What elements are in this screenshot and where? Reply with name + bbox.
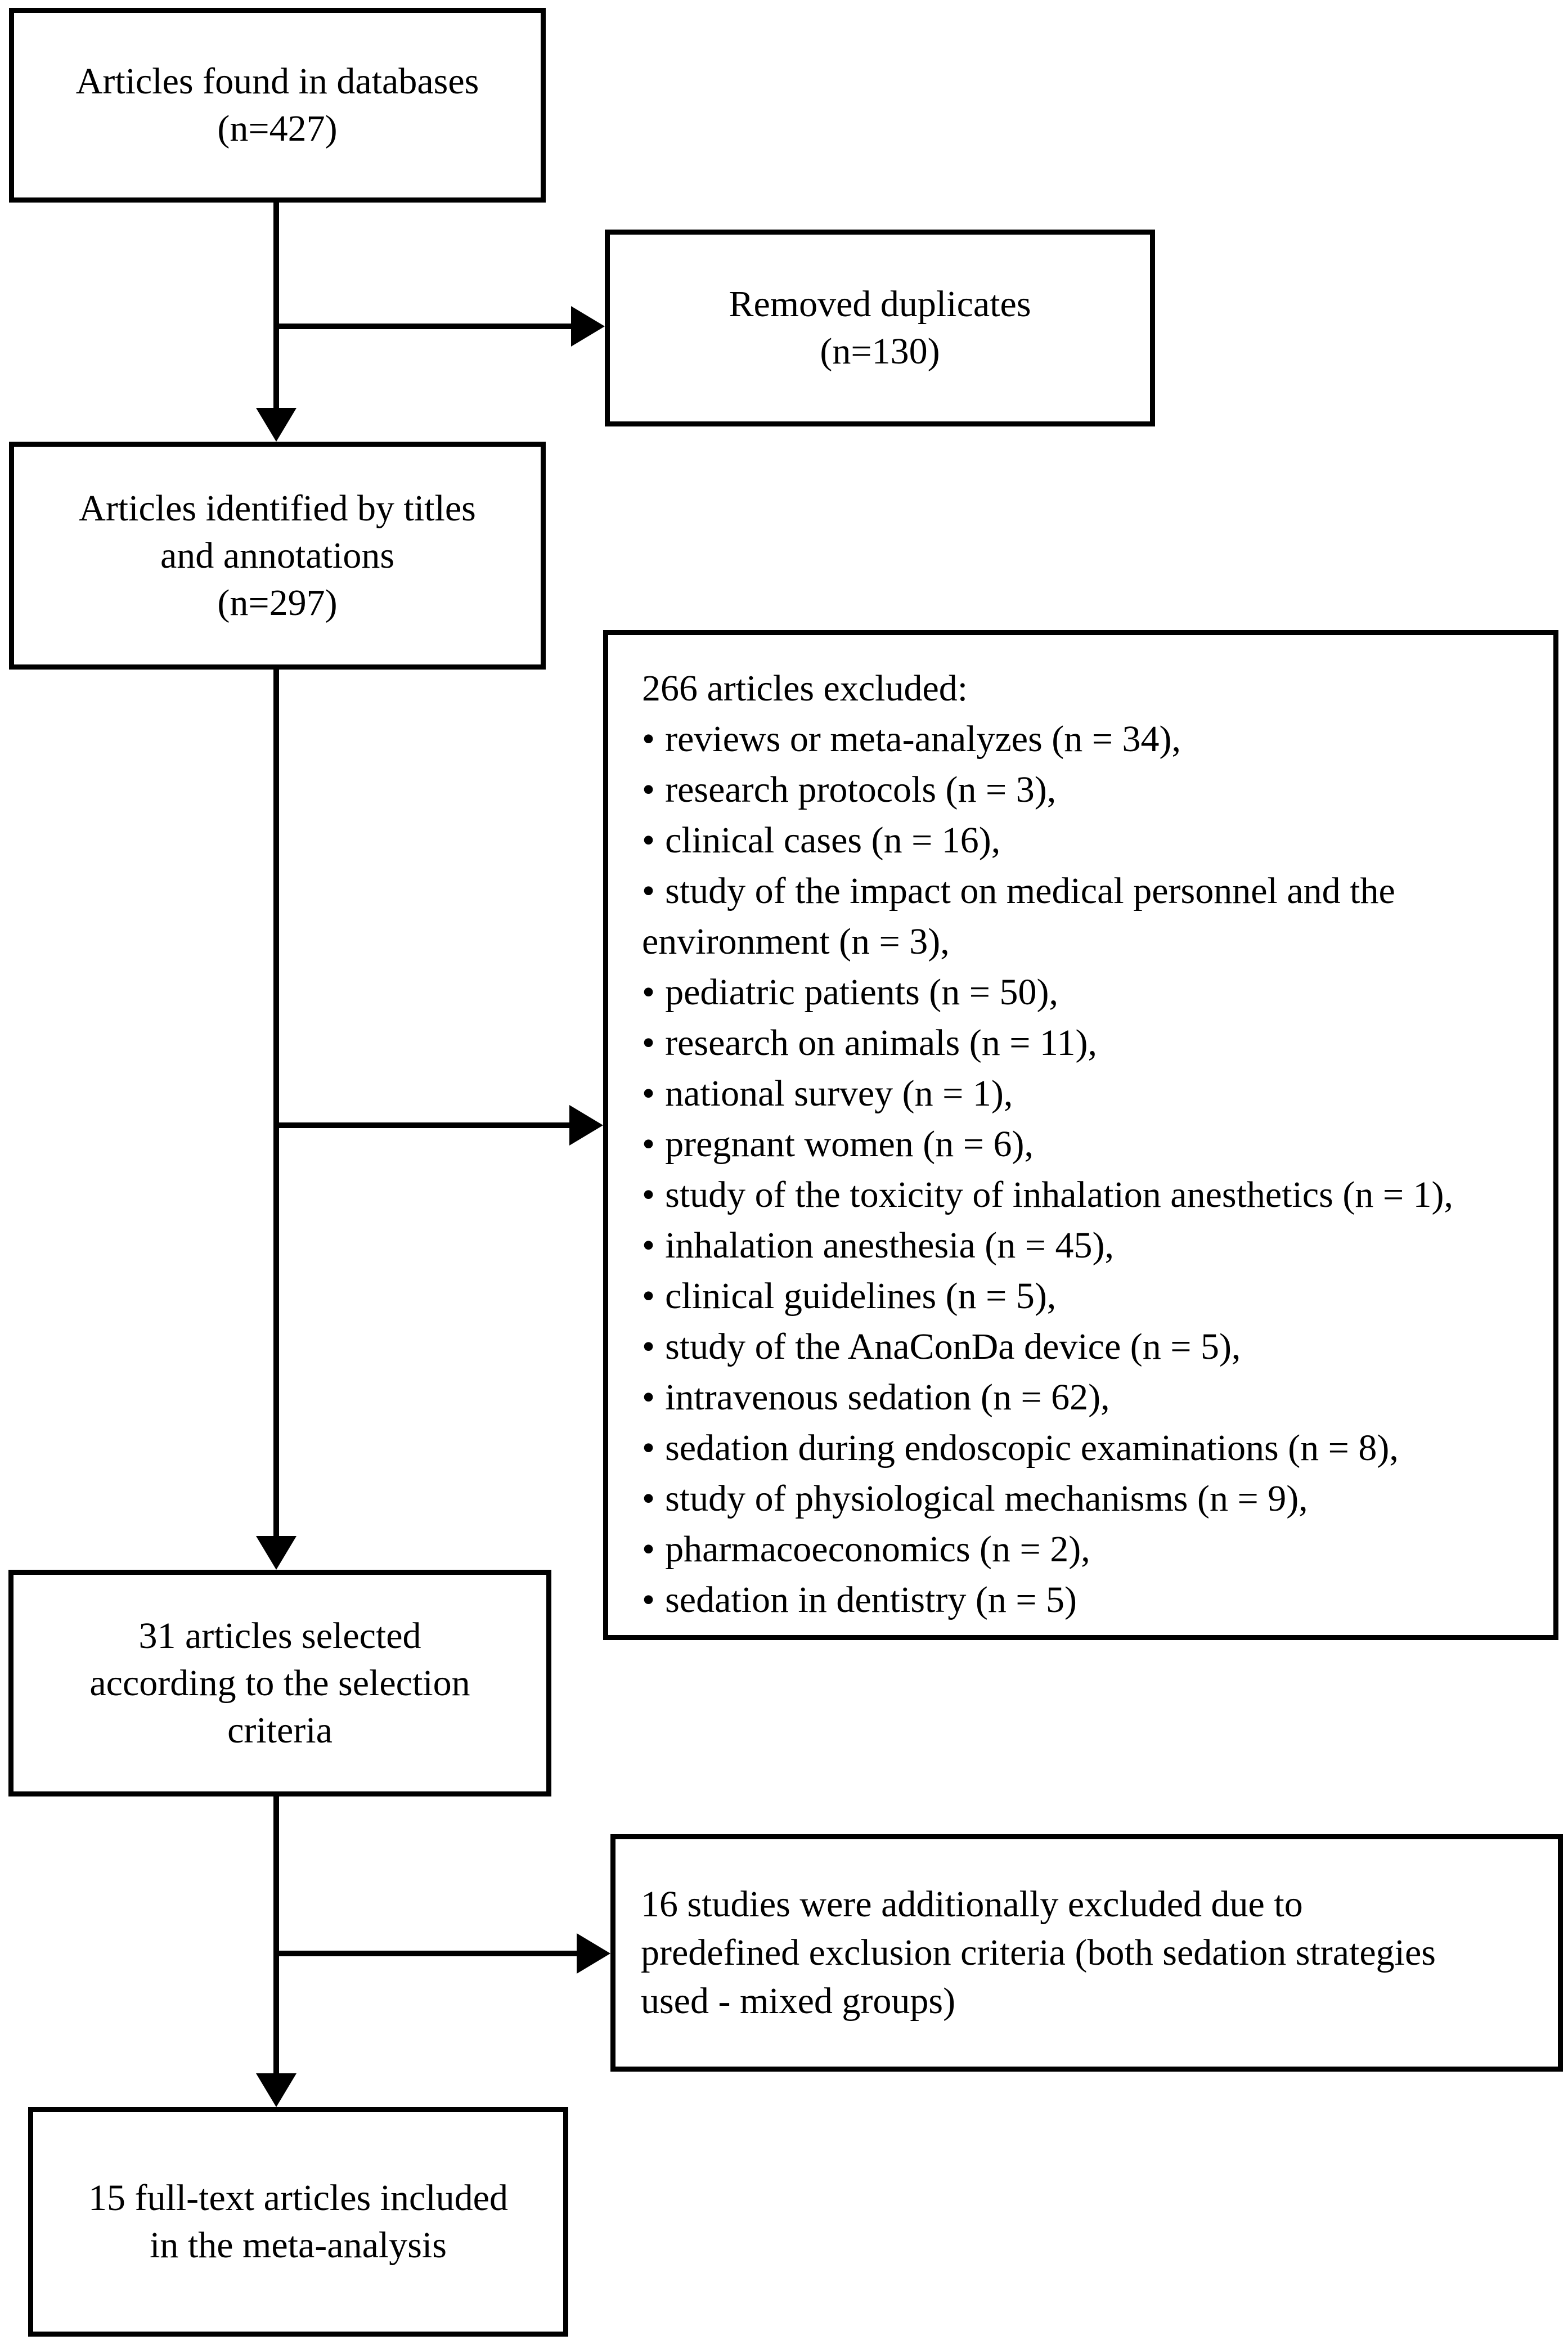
bullet-icon: •: [642, 1073, 655, 1114]
connector-additionally-excluded-line: [276, 1951, 577, 1956]
connector-duplicates-line: [276, 324, 571, 329]
excluded-item-text: clinical cases (n = 16),: [665, 820, 1001, 861]
bullet-icon: •: [642, 1174, 655, 1215]
excluded-list: •reviews or meta-analyzes (n = 34), •res…: [642, 714, 1548, 1625]
box-articles-included-line-1: 15 full-text articles included: [88, 2177, 508, 2218]
arrowhead-down-included-icon: [256, 2073, 296, 2107]
box-removed-duplicates-count: (n=130): [820, 331, 940, 372]
box-articles-selected-line-1: 31 articles selected: [138, 1615, 421, 1656]
excluded-list-item: •study of the toxicity of inhalation ane…: [642, 1170, 1548, 1220]
connector-excluded-line: [276, 1122, 569, 1128]
box-articles-found: Articles found in databases (n=427): [9, 8, 546, 203]
bullet-icon: •: [642, 1225, 655, 1266]
excluded-heading: 266 articles excluded:: [642, 668, 968, 709]
box-articles-identified-line-1: Articles identified by titles: [79, 487, 476, 529]
excluded-item-text: study of the toxicity of inhalation anes…: [665, 1174, 1454, 1215]
excluded-item-text: study of physiological mechanisms (n = 9…: [665, 1478, 1308, 1519]
arrowhead-right-duplicates-icon: [571, 306, 605, 347]
box-additionally-excluded: 16 studies were additionally excluded du…: [610, 1834, 1563, 2072]
excluded-list-item: •study of the AnaConDa device (n = 5),: [642, 1322, 1548, 1372]
excluded-item-text: study of the AnaConDa device (n = 5),: [665, 1326, 1241, 1367]
bullet-icon: •: [642, 1022, 655, 1063]
excluded-item-text: study of the impact on medical personnel…: [642, 870, 1395, 962]
box-articles-found-count: (n=427): [217, 108, 338, 149]
box-articles-identified-line-2: and annotations: [160, 535, 395, 576]
connector-identified-to-selected-line: [273, 670, 279, 1536]
box-articles-included: 15 full-text articles included in the me…: [28, 2107, 568, 2337]
excluded-list-item: •national survey (n = 1),: [642, 1068, 1548, 1119]
excluded-item-text: pediatric patients (n = 50),: [665, 972, 1058, 1013]
excluded-item-text: inhalation anesthesia (n = 45),: [665, 1225, 1114, 1266]
box-articles-included-line-2: in the meta-analysis: [150, 2225, 447, 2266]
excluded-list-item: •pediatric patients (n = 50),: [642, 967, 1548, 1018]
excluded-item-text: research protocols (n = 3),: [665, 769, 1057, 810]
bullet-icon: •: [642, 1275, 655, 1317]
excluded-list-item: •clinical cases (n = 16),: [642, 815, 1548, 866]
excluded-list-item: •research protocols (n = 3),: [642, 765, 1548, 815]
box-articles-selected: 31 articles selected according to the se…: [8, 1570, 551, 1796]
excluded-item-text: pregnant women (n = 6),: [665, 1124, 1034, 1165]
bullet-icon: •: [642, 718, 655, 760]
box-additionally-excluded-line-3: used - mixed groups): [641, 1980, 956, 2022]
bullet-icon: •: [642, 972, 655, 1013]
excluded-list-item: •pregnant women (n = 6),: [642, 1119, 1548, 1170]
arrowhead-down-selected-icon: [256, 1536, 296, 1570]
excluded-item-text: reviews or meta-analyzes (n = 34),: [665, 718, 1181, 760]
arrowhead-right-additionally-excluded-icon: [577, 1933, 610, 1974]
excluded-list-item: •study of the impact on medical personne…: [642, 866, 1548, 967]
box-removed-duplicates-line-1: Removed duplicates: [729, 284, 1031, 325]
excluded-list-item: •reviews or meta-analyzes (n = 34),: [642, 714, 1548, 765]
bullet-icon: •: [642, 769, 655, 810]
arrowhead-down-identified-icon: [256, 408, 296, 442]
excluded-list-item: •intravenous sedation (n = 62),: [642, 1372, 1548, 1423]
box-additionally-excluded-line-1: 16 studies were additionally excluded du…: [641, 1884, 1303, 1925]
excluded-list-item: •study of physiological mechanisms (n = …: [642, 1474, 1548, 1524]
bullet-icon: •: [642, 820, 655, 861]
box-articles-identified: Articles identified by titles and annota…: [9, 442, 546, 670]
arrowhead-right-excluded-icon: [569, 1105, 603, 1146]
bullet-icon: •: [642, 1124, 655, 1165]
excluded-item-text: sedation during endoscopic examinations …: [665, 1427, 1399, 1468]
excluded-list-item: •pharmacoeconomics (n = 2),: [642, 1524, 1548, 1575]
bullet-icon: •: [642, 1326, 655, 1367]
box-articles-excluded: 266 articles excluded: •reviews or meta-…: [603, 630, 1558, 1640]
excluded-item-text: intravenous sedation (n = 62),: [665, 1377, 1110, 1418]
excluded-list-item: •sedation during endoscopic examinations…: [642, 1423, 1548, 1474]
connector-found-to-identified-line: [273, 203, 279, 408]
box-articles-found-line-1: Articles found in databases: [75, 61, 479, 102]
excluded-item-text: research on animals (n = 11),: [665, 1022, 1097, 1063]
excluded-list-item: •sedation in dentistry (n = 5): [642, 1575, 1548, 1625]
box-articles-selected-line-2: according to the selection: [89, 1662, 470, 1704]
connector-selected-to-included-line: [273, 1796, 279, 2073]
box-additionally-excluded-line-2: predefined exclusion criteria (both seda…: [641, 1932, 1436, 1973]
box-removed-duplicates: Removed duplicates (n=130): [605, 230, 1155, 426]
box-articles-identified-count: (n=297): [217, 582, 338, 623]
bullet-icon: •: [642, 1529, 655, 1570]
excluded-list-item: •inhalation anesthesia (n = 45),: [642, 1220, 1548, 1271]
excluded-item-text: national survey (n = 1),: [665, 1073, 1013, 1114]
excluded-item-text: clinical guidelines (n = 5),: [665, 1275, 1057, 1317]
excluded-list-item: •research on animals (n = 11),: [642, 1018, 1548, 1068]
bullet-icon: •: [642, 1377, 655, 1418]
bullet-icon: •: [642, 1427, 655, 1468]
bullet-icon: •: [642, 1478, 655, 1519]
excluded-list-item: •clinical guidelines (n = 5),: [642, 1271, 1548, 1322]
excluded-item-text: pharmacoeconomics (n = 2),: [665, 1529, 1090, 1570]
box-articles-selected-line-3: criteria: [227, 1709, 333, 1751]
excluded-item-text: sedation in dentistry (n = 5): [665, 1579, 1077, 1620]
bullet-icon: •: [642, 870, 655, 911]
bullet-icon: •: [642, 1579, 655, 1620]
